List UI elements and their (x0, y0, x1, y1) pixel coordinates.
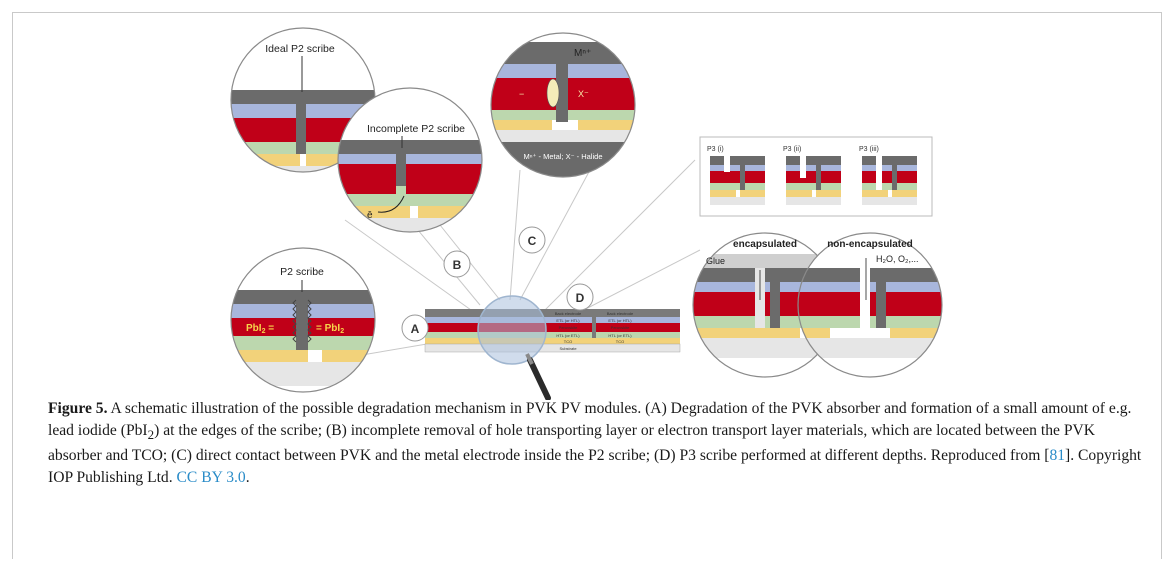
license-link[interactable]: CC BY 3.0 (176, 468, 246, 486)
label-legend-c: Mⁿ⁺ - Metal; X⁻ - Halide (523, 152, 602, 161)
p3-i-diagram: P3 (i) (707, 146, 765, 205)
letter-a: A (411, 322, 420, 336)
circle-non-encapsulated: non-encapsulated H₂O, O₂,... (797, 232, 943, 378)
label-glue: Glue (706, 256, 725, 266)
circle-p2-scribe: P2 scribe PbI2 = = PbI2 (230, 247, 376, 393)
label-metal-ion: Mⁿ⁺ (574, 48, 591, 59)
label-ideal-p2: Ideal P2 scribe (265, 43, 335, 55)
label-incomplete-p2: Incomplete P2 scribe (367, 123, 465, 135)
label-p2-scribe: P2 scribe (280, 266, 324, 278)
p3-box: P3 (i) P3 (ii) P3 (iii) (699, 136, 933, 217)
figure-caption: Figure 5. A schematic illustration of th… (48, 398, 1148, 488)
caption-end: . (245, 468, 250, 486)
label-non-encapsulated: non-encapsulated (827, 239, 913, 250)
layer-label-perovskite-2: Perovskite (611, 325, 630, 330)
caption-subscript: 2 (147, 426, 155, 442)
p3-iii-diagram: P3 (iii) (859, 146, 917, 205)
reference-link[interactable]: 81 (1049, 447, 1066, 465)
layer-label-etl-2: ETL (or HTL) (608, 318, 632, 323)
caption-text-2: ) at the edges of the scribe; (B) incomp… (48, 421, 1096, 465)
p3-ii-diagram: P3 (ii) (783, 146, 841, 205)
layer-label-perovskite-1: Perovskite (559, 325, 578, 330)
layer-label-tco-2: TCO (616, 339, 624, 344)
layer-label-htl-2: HTL (or ETL) (608, 333, 632, 338)
label-minus-left: − (519, 89, 524, 99)
figure-illustration: Ideal P2 scribe Incomplete P2 scribe ē (230, 27, 943, 400)
letter-marker-a: A (401, 314, 429, 342)
layer-label-etl-1: ETL (or HTL) (556, 318, 580, 323)
magnifier-icon (477, 295, 551, 400)
letter-marker-c: C (518, 226, 546, 254)
label-halide: X⁻ (578, 89, 589, 99)
label-encapsulated: encapsulated (733, 239, 797, 250)
label-h2o-o2: H₂O, O₂,... (876, 254, 919, 264)
label-p3-iii: P3 (iii) (859, 146, 879, 153)
caption-text-3: ]. Copyright IOP Publishing Ltd. (48, 447, 1142, 486)
label-pbi2-left: PbI2 = (246, 323, 274, 335)
letter-c: C (528, 234, 537, 248)
label-p3-i: P3 (i) (707, 146, 724, 153)
letter-marker-d: D (566, 283, 594, 311)
label-pbi2-right: = PbI2 (316, 323, 344, 335)
caption-text-1: A schematic illustration of the possible… (48, 400, 1132, 439)
label-electron: ē (367, 210, 373, 221)
layer-label-htl-1: HTL (or ETL) (556, 333, 580, 338)
circle-encapsulated: encapsulated Glue (692, 232, 838, 378)
layer-label-tco-1: TCO (564, 339, 572, 344)
letter-marker-b: B (443, 250, 471, 278)
circle-metal-halide: Mⁿ⁺ − X⁻ Mⁿ⁺ - Metal; X⁻ - Halide (490, 32, 636, 178)
layer-label-back-electrode-1: Back electrode (555, 311, 582, 316)
label-p3-ii: P3 (ii) (783, 146, 801, 153)
figure-label: Figure 5. (48, 400, 108, 417)
module-strip: Back electrode Back electrode ETL (or HT… (424, 309, 681, 353)
layer-label-back-electrode-2: Back electrode (607, 311, 634, 316)
letter-b: B (453, 258, 462, 272)
letter-d: D (576, 291, 585, 305)
figure-frame (12, 12, 1162, 559)
layer-label-substrate: Substrate (559, 346, 577, 351)
